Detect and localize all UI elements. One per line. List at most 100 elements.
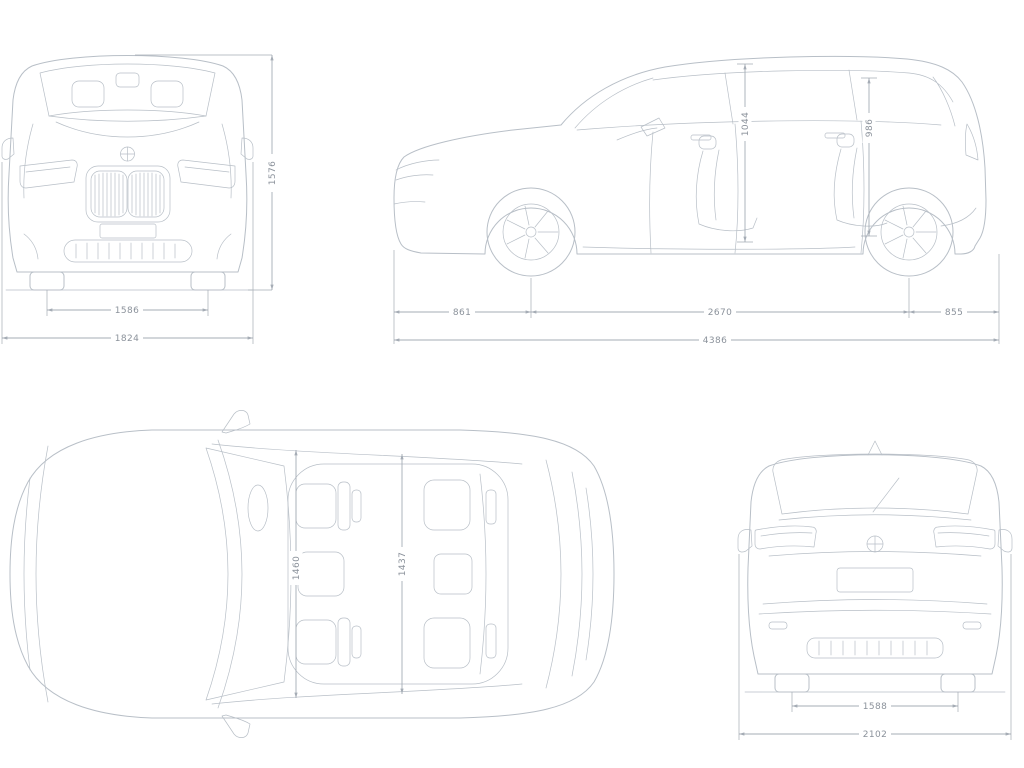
rear-body-outline (747, 454, 1003, 675)
width-dimension-label: 1824 (111, 331, 143, 345)
dashboard-line (616, 127, 658, 141)
rear-center-armrest (433, 553, 473, 595)
rear-wiper (872, 477, 900, 513)
front-right-seat-backrest (337, 617, 351, 667)
front-wheel-hub (525, 226, 537, 238)
front-intake-slats (75, 242, 176, 260)
front-overhang-label: 861 (449, 305, 475, 319)
rear-interior-width-label: 1437 (395, 547, 409, 581)
rear-right-seat-headrest (485, 623, 497, 659)
rear-side-mirrors (737, 529, 1013, 553)
rear-interior-width-value: 1437 (398, 552, 408, 577)
rear-wheel-tire (864, 187, 954, 277)
rear-overhang-value: 855 (945, 308, 963, 318)
rear-dimensions: 1588 2102 (738, 554, 1012, 741)
front-seat-profile (695, 149, 758, 232)
rear-bench-backrest-line (479, 473, 487, 675)
rear-track-label: 1588 (859, 699, 891, 713)
front-windshield (39, 63, 216, 117)
brand-roundel-cross (866, 535, 884, 553)
overall-length-value: 4386 (703, 336, 728, 346)
rear-track-value: 1588 (863, 702, 888, 712)
rear-diffuser (806, 637, 944, 659)
mirror-width-label: 2102 (859, 727, 891, 741)
wheelbase-value: 2670 (708, 308, 733, 318)
top-windshield-arcs (205, 439, 292, 709)
side-front-details (393, 159, 440, 205)
front-wheel-spokes (506, 205, 559, 259)
top-body-outline (9, 429, 615, 719)
rear-overhang-label: 855 (941, 305, 967, 319)
overall-length-label: 4386 (699, 333, 731, 347)
front-left-seat-headrest (351, 489, 362, 523)
rear-window (772, 453, 978, 515)
rearview-mirror (115, 72, 140, 88)
front-left-headrest (71, 80, 105, 108)
side-view: 1044 986 861 2670 855 4386 (393, 55, 1000, 347)
rear-left-seat-headrest (485, 489, 497, 525)
center-console (297, 551, 345, 597)
top-car-drawing (9, 410, 615, 738)
side-rear-details (940, 123, 979, 227)
rear-plate-area (836, 567, 914, 593)
mirror-width-value: 2102 (863, 730, 888, 740)
side-glasshouse (574, 69, 956, 131)
front-right-tire (190, 271, 226, 291)
front-headlights (19, 159, 236, 189)
front-wheel-tire (486, 187, 576, 277)
top-rear-arcs (545, 459, 594, 689)
side-car-drawing (393, 55, 987, 277)
top-front-seats (247, 481, 362, 667)
front-plate-area (99, 223, 157, 239)
tailgate-lines (758, 551, 992, 615)
top-view: 1460 1437 (9, 410, 615, 738)
front-side-mirrors (1, 137, 254, 160)
shark-fin-antenna (867, 440, 883, 456)
front-right-seat-headrest (351, 625, 362, 659)
front-interior-width-value: 1460 (292, 556, 302, 581)
track-dimension-label: 1586 (111, 303, 143, 317)
roof-panel-outline (287, 463, 509, 685)
wheelbase-label: 2670 (704, 305, 736, 319)
side-mirror (640, 117, 666, 137)
front-left-seat-cushion (295, 483, 337, 529)
front-left-seat-backrest (337, 481, 351, 531)
rear-interior-height-label: 986 (862, 113, 876, 143)
rear-view: 1588 2102 (737, 440, 1013, 741)
grille-kidney-right (127, 170, 165, 218)
rear-left-seat-cushion (423, 479, 471, 531)
rear-wheel-rim (880, 203, 938, 261)
front-corner-trims (23, 233, 232, 260)
rear-spoiler-line (778, 514, 972, 521)
front-door-handle (690, 134, 712, 141)
front-interior-height-label: 1044 (738, 107, 752, 141)
rear-door-handle (824, 132, 846, 139)
front-seat-headrest (698, 135, 717, 150)
track-value: 1586 (115, 306, 140, 316)
rear-interior-height-value: 986 (865, 119, 875, 137)
front-body-outline (7, 55, 248, 273)
front-wheel-rim (502, 203, 560, 261)
grille-slats (94, 172, 161, 217)
grille-surround (85, 165, 171, 223)
side-body-outline (393, 55, 987, 255)
front-lower-intake (63, 239, 193, 263)
front-interior-width-label: 1460 (289, 551, 303, 585)
steering-wheel (247, 484, 269, 532)
height-dimension-label: 1576 (265, 154, 279, 192)
top-front-contours (23, 445, 49, 703)
rear-right-reflector (962, 621, 982, 630)
front-right-headrest (150, 80, 184, 108)
height-value: 1576 (268, 161, 278, 186)
side-interior-seats (616, 127, 888, 232)
rear-diffuser-slats (818, 640, 928, 656)
top-side-glass-lines (211, 443, 523, 705)
front-left-tire (29, 271, 65, 291)
top-dimensions: 1460 1437 (289, 450, 409, 698)
rear-seat-headrest (836, 133, 855, 148)
brand-roundel-cross (120, 146, 135, 162)
front-interior-height-value: 1044 (741, 112, 751, 137)
rear-left-reflector (768, 621, 788, 630)
front-hood-lines (23, 115, 232, 199)
